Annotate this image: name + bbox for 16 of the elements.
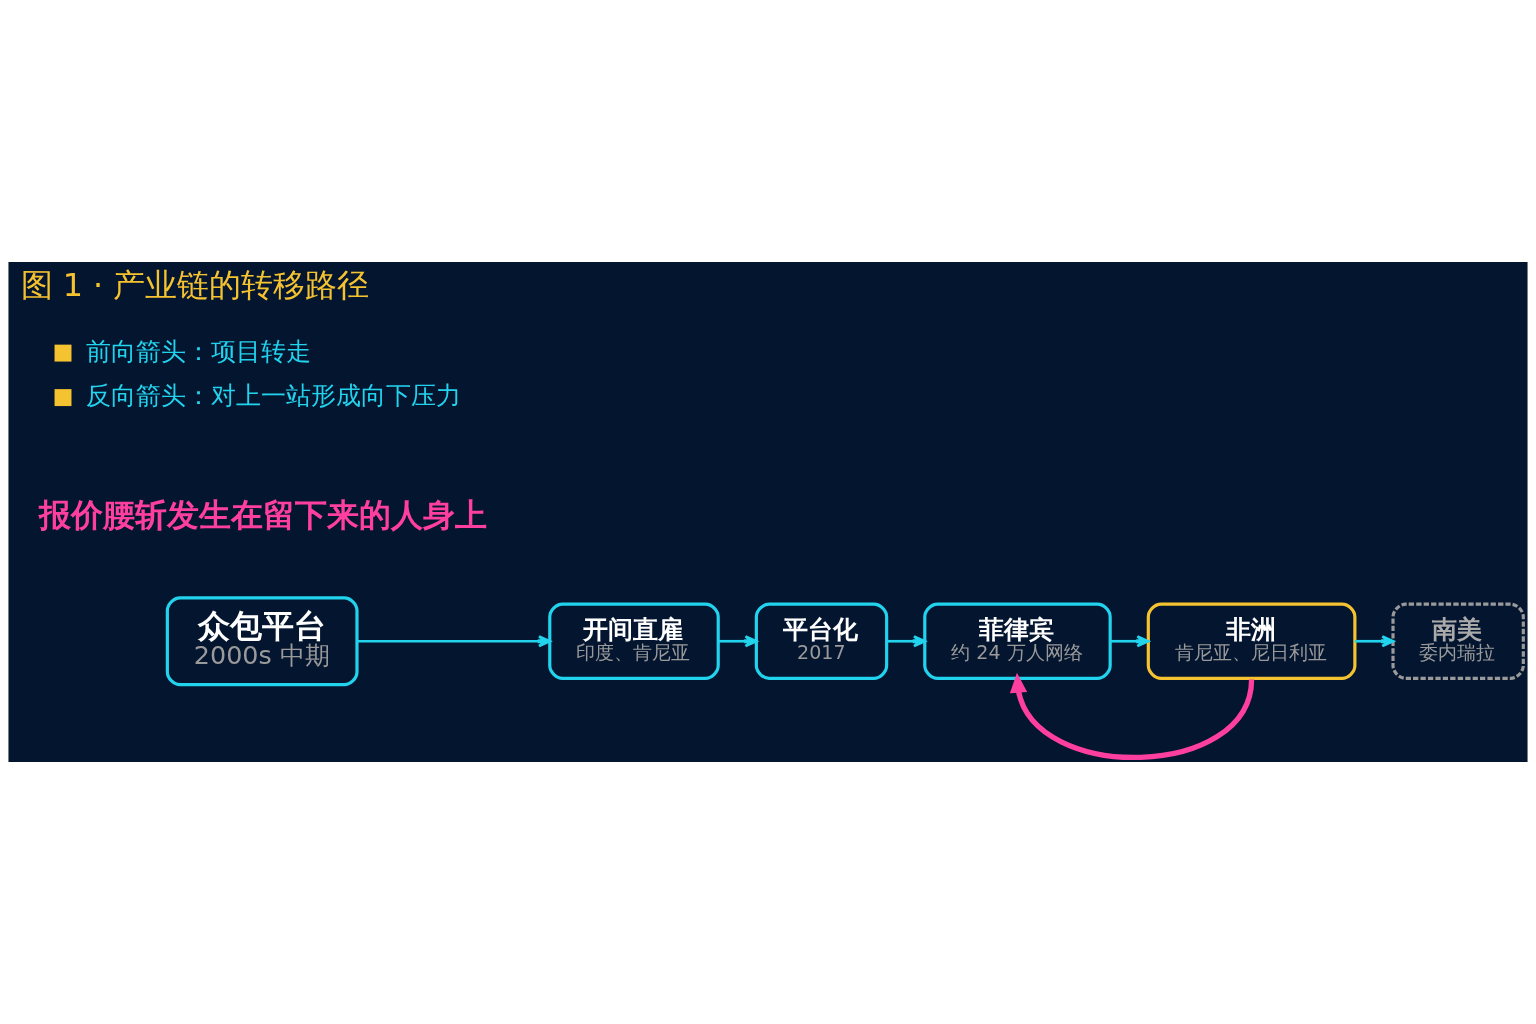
arrow [1110,635,1150,648]
node-box: 非洲 肯尼亚、尼日利亚 [1146,602,1357,680]
arrow [1009,672,1255,760]
legend-label: 前向箭头：项目转走 [86,335,312,366]
node-box: 众包平台 2000s 中期 [165,596,359,687]
diagram-title: 图 1 · 产业链的转移路径 [20,266,370,303]
node-box: 开间直雇 印度、肯尼亚 [548,602,720,680]
arrow [718,635,758,648]
node-box: 南美 委内瑞拉 [1391,602,1525,680]
label: 报价腰斩发生在留下来的人身上 [39,497,488,534]
node-box: 平台化 2017 [754,602,889,680]
legend-label: 反向箭头：对上一站形成向下压力 [86,380,462,411]
arrow [1354,635,1395,648]
arrow [357,635,551,648]
node-box: 菲律宾 约 24 万人网络 [923,602,1112,680]
arrow [886,635,926,648]
